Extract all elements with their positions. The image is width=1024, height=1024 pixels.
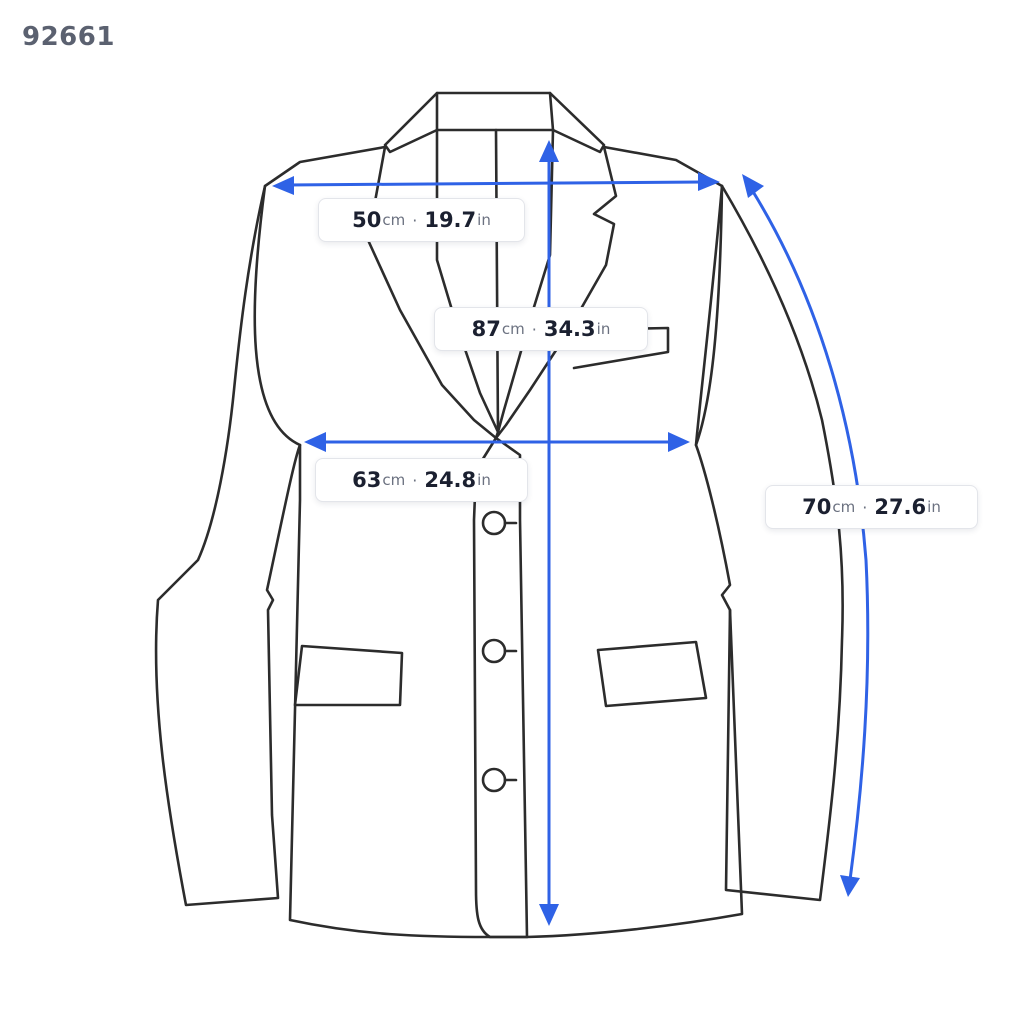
length-arrowhead-bottom [539, 904, 559, 926]
sleeve-separator: · [862, 497, 868, 517]
right-sleeve-seam [694, 184, 724, 447]
shoulder-separator: · [412, 210, 418, 230]
left-pocket-flap [293, 644, 404, 707]
sleeve-arrow-line [750, 188, 870, 882]
right-sleeve [720, 184, 844, 902]
length-cm-unit: cm [501, 320, 525, 338]
shoulder-arrow-line [284, 180, 706, 187]
length-cm-value: 87 [471, 317, 501, 341]
collar-inner [435, 91, 555, 132]
left-sleeve-seam [253, 184, 302, 447]
shoulder-arrowhead-left [272, 176, 294, 195]
sleeve-in-value: 27.6 [874, 495, 927, 519]
sleeve-arrowhead-bottom [840, 875, 860, 897]
shoulder-cm-value: 50 [352, 208, 382, 232]
chest-in-unit: in [477, 471, 491, 489]
shoulder-in-value: 19.7 [424, 208, 477, 232]
sleeve-in-unit: in [927, 498, 941, 516]
shoulder-cm-unit: cm [382, 211, 406, 229]
button-3 [481, 767, 507, 793]
chest-cm-unit: cm [382, 471, 406, 489]
left-lapel [366, 128, 500, 440]
button-1 [481, 510, 507, 536]
length-separator: · [531, 319, 537, 339]
right-lapel [494, 145, 618, 440]
center-back-seam [494, 128, 500, 437]
chest-separator: · [412, 470, 418, 490]
body-outline [154, 145, 744, 939]
shoulder-arrowhead-right [698, 172, 720, 191]
sleeve-cm-value: 70 [802, 495, 832, 519]
length-in-unit: in [596, 320, 611, 338]
button-2 [481, 638, 507, 664]
front-placket [472, 436, 529, 939]
chest-arrowhead-left [304, 432, 326, 452]
chest-arrowhead-right [668, 432, 690, 452]
collar-band [383, 91, 606, 154]
length-in-value: 34.3 [543, 317, 596, 341]
length-arrowhead-top [539, 140, 559, 162]
shoulder-in-unit: in [477, 211, 491, 229]
right-pocket-flap [596, 640, 708, 708]
sleeve-cm-unit: cm [832, 498, 856, 516]
sleeve-arrowhead-top [742, 174, 764, 198]
product-id: 92661 [22, 22, 115, 52]
chest-cm-value: 63 [352, 468, 382, 492]
right-lapel-inner [496, 128, 555, 434]
chest-in-value: 24.8 [424, 468, 477, 492]
